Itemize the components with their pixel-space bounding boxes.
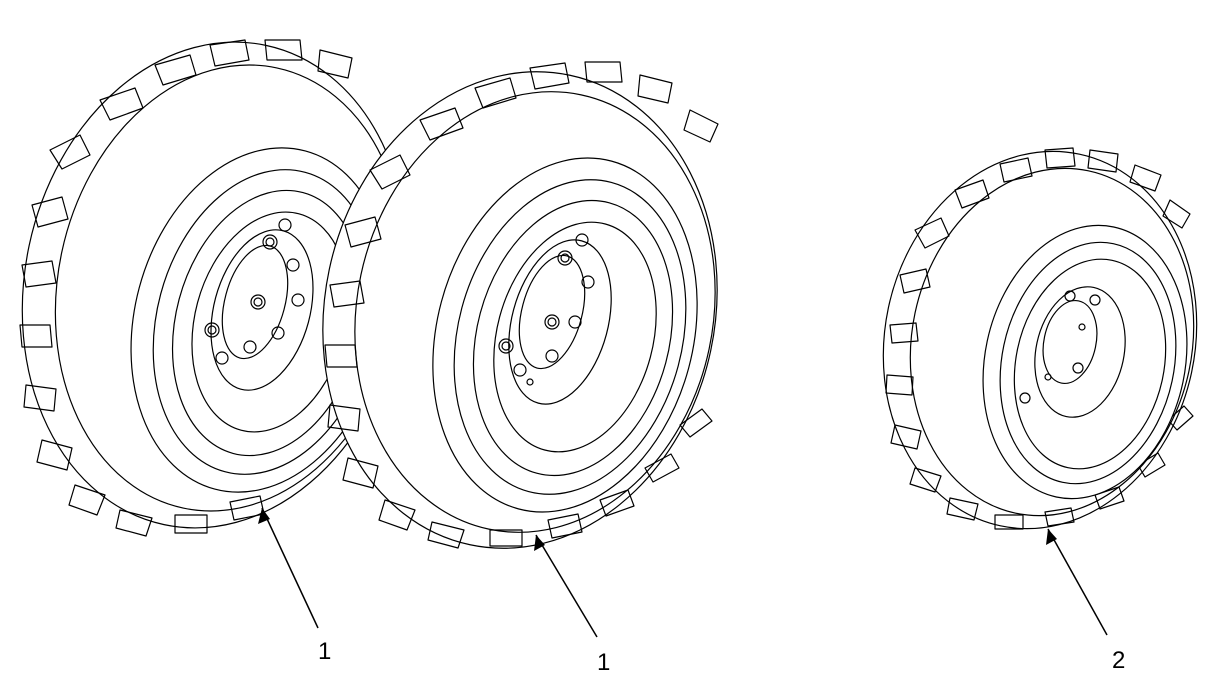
leader-line-2 [1047,528,1108,636]
callout-label-1-middle: 1 [597,649,611,676]
callout-label-2-right: 2 [1112,647,1126,674]
wheel-1-left-tread [19,39,353,537]
wheel-2-right [882,147,1198,530]
arrow-head-2 [1046,529,1057,545]
leader-line-1a [261,507,319,629]
wheel-1-left-lug-nuts [204,218,305,365]
leader-line-1b [535,534,598,638]
wheel-1-middle [322,61,719,549]
arrow-head-1a [258,508,270,524]
arrow-head-1b [534,535,545,551]
arrow-heads [258,508,1057,551]
leader-lines [261,507,1108,638]
callout-label-1-left: 1 [318,638,332,665]
wheel-1-middle-lug-nuts [498,233,595,386]
wheel-2-right-lug-nuts [1019,290,1101,404]
wheel-1-middle-tread [324,61,719,549]
wheel-2-right-tread [885,147,1194,530]
